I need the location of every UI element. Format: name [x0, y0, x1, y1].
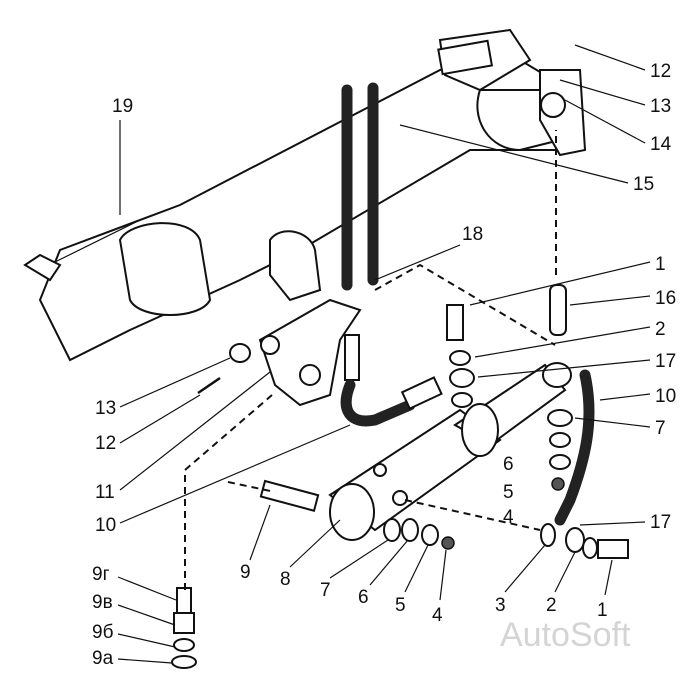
- label-14: 14: [650, 134, 672, 155]
- label-11: 11: [95, 482, 115, 503]
- label-13: 13: [95, 398, 116, 419]
- label-1: 1: [655, 254, 666, 275]
- label-5: 5: [395, 595, 406, 616]
- label-9a: 9а: [92, 648, 114, 669]
- axle-housing: [23, 28, 587, 362]
- part-labels: 12 13 14 15 19 18 1 16 2 17 10 7 6 5 4 1…: [92, 61, 676, 669]
- label-16: 16: [655, 288, 676, 309]
- label-5: 5: [503, 482, 514, 503]
- label-12: 12: [95, 433, 116, 454]
- label-2: 2: [655, 319, 666, 340]
- label-10: 10: [655, 386, 676, 407]
- label-7: 7: [320, 580, 331, 601]
- label-19: 19: [112, 96, 133, 117]
- label-9b: 9б: [92, 622, 114, 643]
- label-6: 6: [358, 587, 369, 608]
- label-13: 13: [650, 96, 671, 117]
- label-7: 7: [655, 418, 666, 439]
- small-parts: [171, 284, 629, 669]
- leader-lines: [117, 44, 651, 664]
- label-3: 3: [495, 595, 506, 616]
- label-8: 8: [280, 569, 291, 590]
- label-15: 15: [633, 174, 654, 195]
- label-4: 4: [432, 605, 443, 626]
- label-6: 6: [503, 454, 514, 475]
- label-17: 17: [650, 512, 671, 533]
- label-9g: 9г: [92, 564, 110, 585]
- hydraulic-cylinder: [328, 362, 572, 541]
- label-10: 10: [95, 515, 116, 536]
- watermark: AutoSoft: [500, 616, 631, 654]
- label-4: 4: [503, 507, 514, 528]
- label-2: 2: [546, 595, 557, 616]
- label-9: 9: [240, 562, 251, 583]
- label-12: 12: [650, 61, 671, 82]
- label-17: 17: [655, 351, 676, 372]
- label-1: 1: [597, 600, 608, 621]
- bracket: [258, 298, 362, 407]
- label-9v: 9в: [92, 592, 113, 613]
- label-18: 18: [462, 224, 483, 245]
